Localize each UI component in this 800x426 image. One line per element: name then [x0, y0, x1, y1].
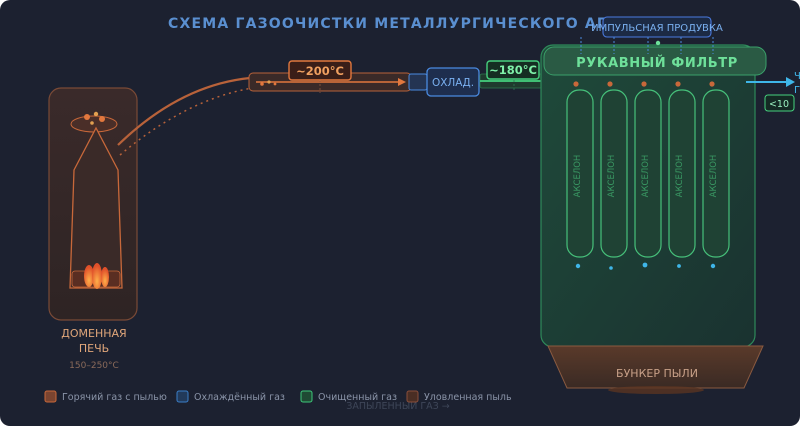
filter-bag: АКСЕЛОН: [566, 81, 594, 269]
bag-label: АКСЕЛОН: [641, 155, 651, 198]
bag-label: АКСЕЛОН: [675, 155, 685, 198]
legend-item: Охлаждённый газ: [176, 390, 285, 403]
outlet-label-partial: Ч: [794, 71, 800, 82]
filter-bag: АКСЕЛОН: [702, 81, 730, 269]
arrow-right-icon: [786, 77, 795, 87]
legend-label: Уловленная пыль: [424, 392, 512, 403]
legend-label: Горячий газ с пылью: [62, 392, 167, 403]
pulse-label: ИМПУЛЬСНАЯ ПРОДУВКА: [591, 23, 723, 34]
hot-gas-flow: [117, 76, 251, 146]
legend-item: Уловленная пыль: [406, 390, 512, 403]
blast-furnace: [48, 87, 138, 321]
filter-bag: АКСЕЛОН: [668, 81, 696, 268]
diagram-title: СХЕМА ГАЗООЧИСТКИ МЕТАЛЛУРГИЧЕСКОГО АГРЕ…: [168, 16, 639, 32]
furnace-label-line1: ДОМЕННАЯ: [61, 327, 126, 340]
bag-label: АКСЕЛОН: [607, 155, 617, 198]
clean-gas-outlet: [746, 77, 795, 87]
pulse-cleaning: [580, 16, 714, 54]
bag-label: АКСЕЛОН: [573, 155, 583, 198]
hopper-label: БУНКЕР ПЫЛИ: [616, 367, 698, 380]
legend-label: Охлаждённый газ: [194, 392, 285, 403]
furnace-temperature: 150–250°C: [69, 361, 119, 371]
flame-icon: [84, 265, 94, 287]
bag-label: АКСЕЛОН: [709, 155, 719, 198]
duct-temperature-hot: ~200°C: [296, 64, 344, 78]
outlet-badge: <10: [769, 99, 789, 110]
outlet-label-partial-2: Г: [794, 85, 800, 96]
filter-bags: АКСЕЛОН АКСЕЛОН АКСЕЛОН АКСЕЛОН АКСЕЛОН: [566, 81, 730, 270]
legend-item: Горячий газ с пылью: [44, 390, 167, 403]
cooler: ОХЛАД.: [426, 67, 480, 97]
legend-item: Очищенный газ: [300, 390, 397, 403]
legend: Горячий газ с пылью Охлаждённый газ Очищ…: [44, 390, 512, 403]
duct-temperature-cooled: ~180°C: [489, 63, 537, 77]
filter-bag: АКСЕЛОН: [600, 81, 628, 270]
dust-hopper: [547, 345, 764, 394]
filter-bag: АКСЕЛОН: [634, 81, 662, 268]
furnace-label-line2: ПЕЧЬ: [79, 342, 109, 355]
cooler-label: ОХЛАД.: [432, 77, 474, 89]
legend-label: Очищенный газ: [318, 392, 397, 403]
dust-flow-label: ЗАПЫЛЕННЫЙ ГАЗ →: [346, 400, 449, 412]
filter-title: РУКАВНЫЙ ФИЛЬТР: [576, 55, 738, 71]
